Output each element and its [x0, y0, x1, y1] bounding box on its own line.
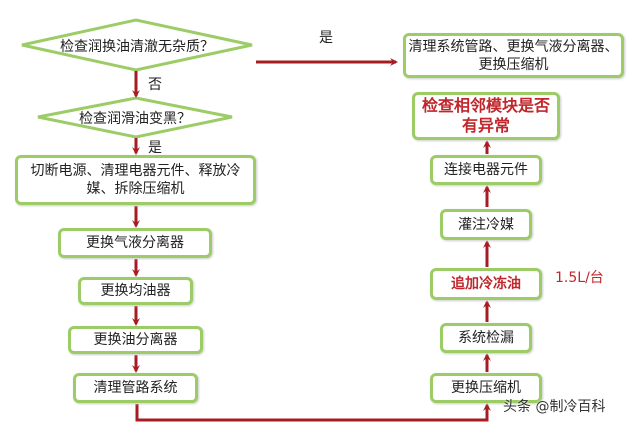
step-replace-gas-liquid-separator: 更换气液分离器	[58, 228, 212, 258]
decision-2-text: 检查润滑油变黑？	[79, 111, 191, 127]
yes-label: 是	[319, 30, 333, 46]
step-charge-refrigerant: 灌注冷媒	[440, 209, 532, 240]
step-add-refrigerant-oil: 追加冷冻油	[430, 268, 542, 300]
step-leak-check: 系统检漏	[440, 323, 532, 353]
step-connect-electrical: 连接电器元件	[430, 155, 542, 185]
step-replace-oil-separator: 更换油分离器	[68, 326, 203, 354]
yes-result-box: 清理系统管路、更换气液分离器、更换压缩机	[403, 33, 624, 78]
step-clean-piping: 清理管路系统	[73, 373, 198, 403]
yes-label-2: 是	[148, 140, 162, 156]
decision-diamond-1	[21, 18, 253, 72]
step-replace-oil-equalizer: 更换均油器	[78, 277, 193, 305]
step-power-off: 切断电源、清理电器元件、释放冷媒、拆除压缩机	[15, 155, 256, 205]
step-check-adjacent-modules: 检查相邻模块是否有异常	[412, 92, 560, 140]
no-label: 否	[148, 77, 162, 93]
decision-1-text: 检查润换油清澈无杂质？	[60, 39, 214, 55]
oil-amount-label: 1.5L/台	[555, 270, 604, 286]
decision-diamond-2	[37, 96, 233, 139]
arrow-bottom-connector	[135, 403, 491, 422]
step-replace-compressor: 更换压缩机	[430, 373, 542, 403]
watermark: 头条 @制冷百科	[503, 399, 606, 415]
